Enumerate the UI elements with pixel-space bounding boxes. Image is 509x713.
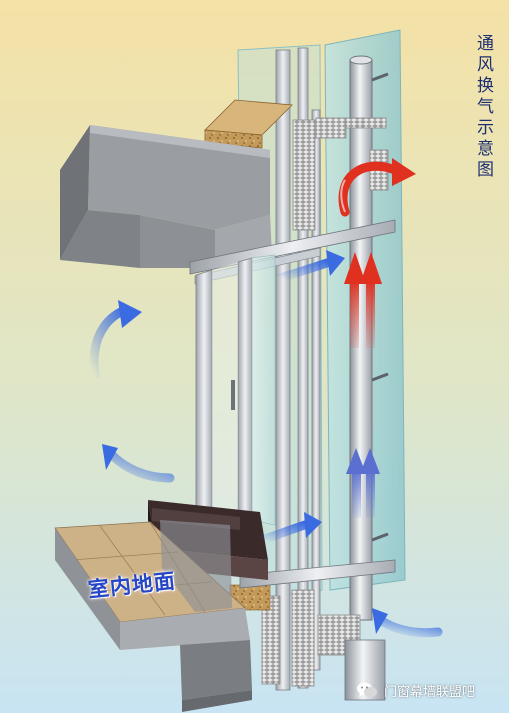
wechat-icon [357,682,377,698]
cool-air-arrow-bottom-cavity [257,512,322,545]
rising-air-arrows [344,252,382,518]
cool-air-arrow-upper [89,300,142,380]
ceiling-slab [60,125,272,268]
inner-window [195,254,276,526]
cool-air-arrow-top-cavity [275,250,345,283]
floor-slab [54,520,252,712]
watermark-text: 门窗幕墙联盟吧 [384,684,476,700]
watermark: 门窗幕墙联盟吧 [356,680,475,700]
diagram-title: 通风换气示意图 [473,34,493,181]
cool-air-arrow-intake [372,608,443,638]
cool-air-arrow-lower [102,444,175,483]
warm-air-exhaust-arrow [338,158,416,217]
